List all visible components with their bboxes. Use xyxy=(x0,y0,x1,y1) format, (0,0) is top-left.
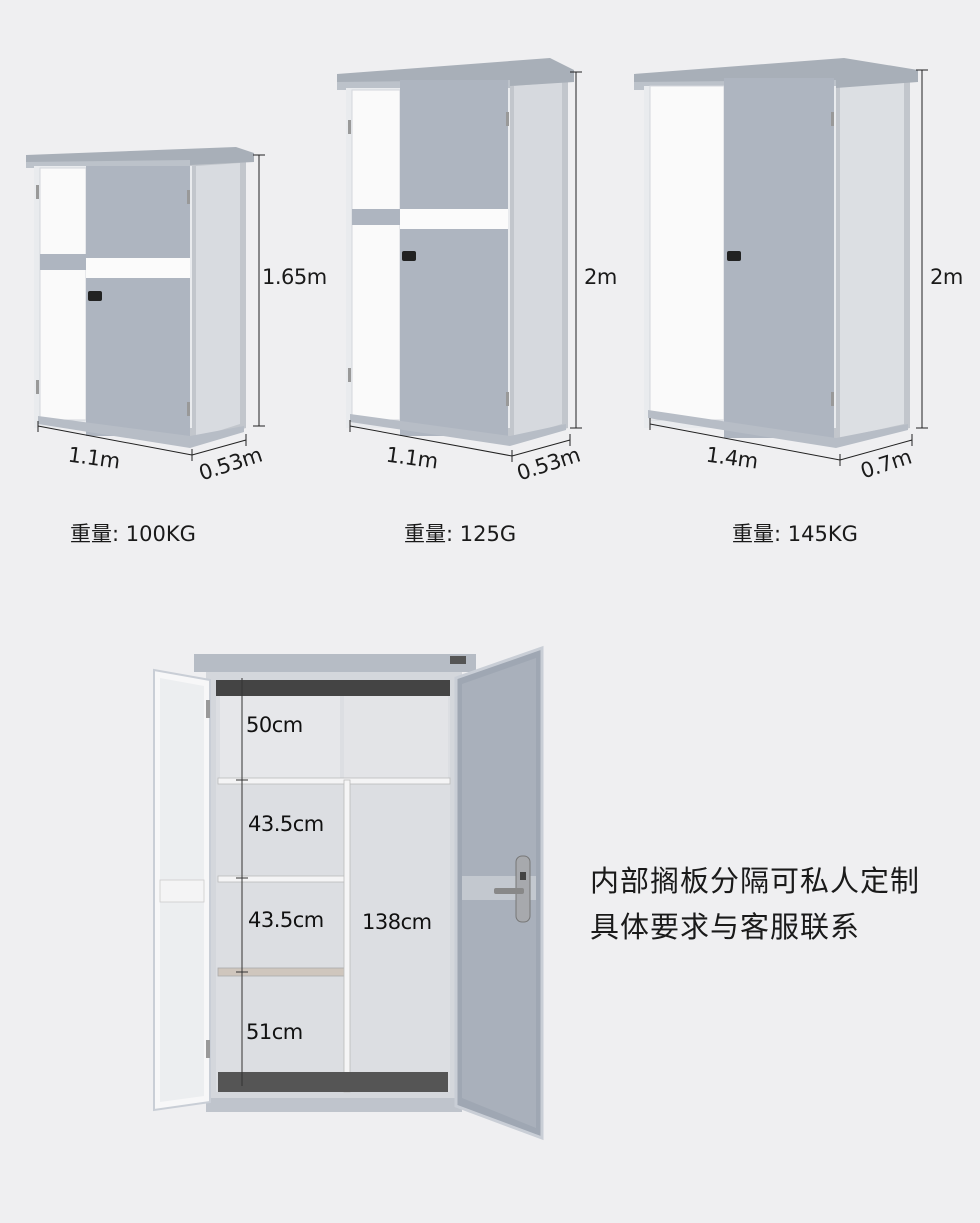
interior-shelf-4-height: 51cm xyxy=(246,1020,303,1044)
cabinet-tall-height: 2m xyxy=(584,265,617,289)
interior-shelf-3-height: 43.5cm xyxy=(248,908,324,932)
cabinet-tall-illustration xyxy=(337,58,582,462)
cabinet-small-height: 1.65m xyxy=(262,265,327,289)
interior-shelf-1-height: 50cm xyxy=(246,713,303,737)
cabinet-wide-illustration xyxy=(634,58,928,466)
cabinet-wide-weight: 重量: 145KG xyxy=(732,522,858,546)
customization-note-line-1: 内部搁板分隔可私人定制 xyxy=(590,864,921,898)
cabinet-wide-height: 2m xyxy=(930,265,963,289)
interior-shelf-2-height: 43.5cm xyxy=(248,812,324,836)
cabinet-interior-illustration xyxy=(153,645,544,1141)
interior-hanging-height: 138cm xyxy=(362,910,432,934)
cabinet-tall-weight: 重量: 125G xyxy=(404,522,517,546)
customization-note-line-2: 具体要求与客服联系 xyxy=(590,910,861,944)
cabinet-small-illustration xyxy=(26,147,265,461)
cabinet-small-weight: 重量: 100KG xyxy=(70,522,196,546)
